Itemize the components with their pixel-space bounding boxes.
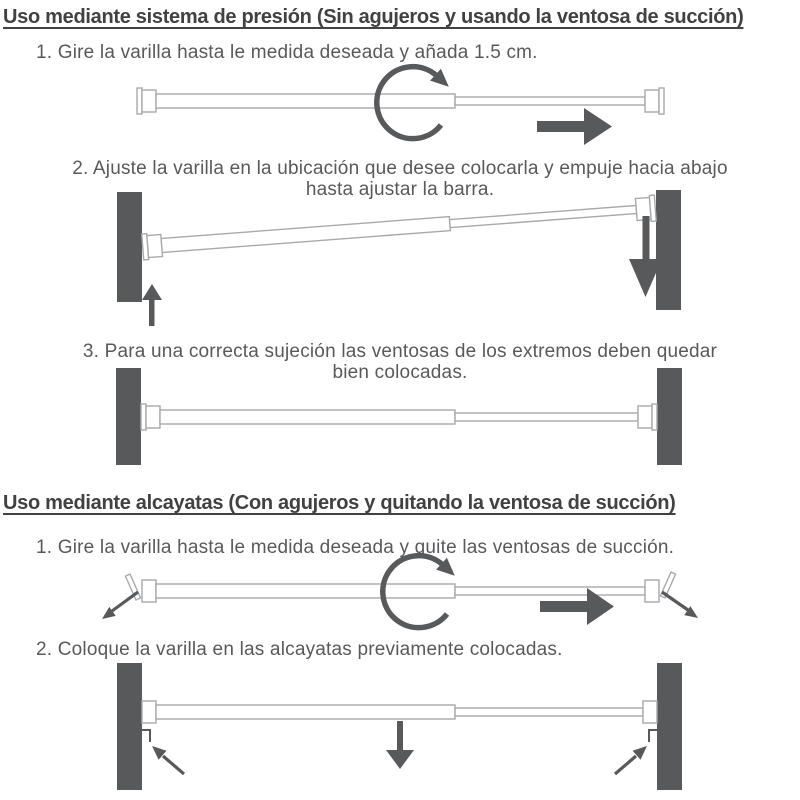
- hooks-step-1-text: 1. Gire la varilla hasta le medida desea…: [36, 537, 675, 558]
- rod-end-cap: [141, 89, 157, 113]
- remove-right-arrow-icon: [661, 590, 698, 618]
- rod-end-cap: [642, 700, 658, 724]
- suction-cup-right: [658, 87, 665, 115]
- diagram-correct-placement: [116, 368, 682, 465]
- rod-end-cap: [141, 579, 157, 603]
- rod-thick-tube: [155, 93, 456, 109]
- pressure-step-3-line-2: bien colocadas.: [332, 362, 468, 383]
- right-wall: [657, 663, 682, 790]
- section-hooks-title: Uso mediante alcayatas (Con agujeros y q…: [3, 492, 676, 514]
- rod-thin-tube: [454, 412, 639, 422]
- rod-end-cap: [145, 405, 161, 429]
- hang-right-arrow-icon: [613, 746, 647, 776]
- rod-thin-tube: [454, 96, 646, 106]
- rod-end-cap: [637, 405, 653, 429]
- rod-thin-tube: [454, 707, 644, 717]
- push-down-arrow-icon: [629, 216, 662, 297]
- tension-rod-bare: [141, 700, 658, 724]
- pressure-step-2-line-1: 2. Ajuste la varilla en la ubicación que…: [72, 158, 728, 179]
- pressure-step-1-text: 1. Gire la varilla hasta le medida desea…: [36, 42, 538, 63]
- rod-thick-tube: [160, 215, 452, 254]
- rotate-arrow-icon: [374, 63, 449, 142]
- detached-suction-cup-right: [659, 571, 677, 599]
- tension-rod: [140, 403, 658, 431]
- pressure-step-3-line-1: 3. Para una correcta sujeción las ventos…: [82, 341, 718, 362]
- diagram-place-on-hooks: [117, 663, 682, 790]
- push-up-arrow-icon: [142, 284, 162, 326]
- rod-end-cap: [644, 579, 660, 603]
- pressure-step-2-text: 2. Ajuste la varilla en la ubicación que…: [0, 158, 800, 200]
- rod-end-cap: [141, 700, 157, 724]
- tension-rod: [136, 87, 665, 115]
- remove-left-arrow-icon: [102, 590, 139, 619]
- rod-thick-tube: [159, 409, 456, 425]
- tension-rod-bare: [141, 579, 660, 603]
- diagram-tilt-and-push: [117, 190, 681, 326]
- rod-thin-tube: [454, 586, 646, 596]
- extend-right-arrow-icon: [537, 108, 612, 145]
- left-wall: [117, 192, 142, 302]
- right-wall: [656, 190, 681, 310]
- suction-cup-left: [136, 87, 143, 115]
- extend-right-arrow-icon: [540, 588, 614, 625]
- hook-left: [142, 729, 151, 742]
- suction-cup-right: [651, 403, 658, 431]
- rotate-arrow-icon: [380, 552, 455, 631]
- rod-thin-tube: [448, 204, 638, 229]
- rod-thick-tube: [155, 704, 456, 720]
- rod-thick-tube: [155, 583, 456, 599]
- section-pressure-title: Uso mediante sistema de presión (Sin agu…: [3, 6, 744, 28]
- diagram-extend-rod: [136, 63, 665, 145]
- lower-down-arrow-icon: [386, 721, 414, 769]
- hooks-step-2-text: 2. Coloque la varilla en las alcayatas p…: [36, 639, 563, 660]
- suction-cup-left: [140, 403, 147, 431]
- suction-cup-right: [648, 194, 657, 223]
- rod-end-cap: [146, 233, 164, 259]
- left-wall: [116, 368, 141, 465]
- hang-left-arrow-icon: [152, 746, 186, 776]
- diagram-remove-suction-cups: [102, 552, 698, 631]
- left-wall: [117, 663, 142, 790]
- hook-right: [648, 729, 657, 742]
- rod-end-cap: [644, 89, 660, 113]
- pressure-step-2-line-2: hasta ajustar la barra.: [305, 179, 495, 200]
- tension-rod-tilted: [141, 194, 657, 261]
- right-wall: [657, 368, 682, 465]
- pressure-step-3-text: 3. Para una correcta sujeción las ventos…: [0, 341, 800, 383]
